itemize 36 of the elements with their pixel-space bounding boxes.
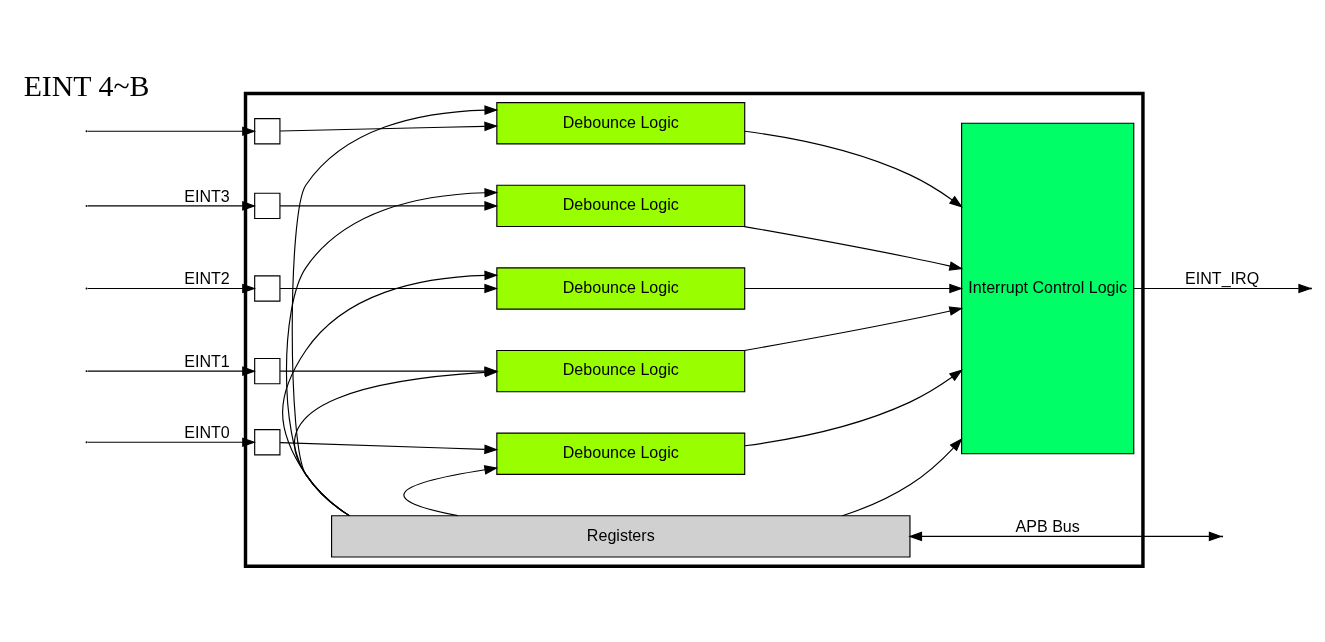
node-box bbox=[254, 117, 281, 144]
node-box bbox=[254, 428, 281, 455]
node-box: Debounce Logic bbox=[496, 349, 746, 392]
arrow bbox=[744, 283, 964, 293]
node-box: Debounce Logic bbox=[496, 184, 746, 227]
arrow bbox=[87, 125, 256, 136]
arrow bbox=[279, 121, 499, 132]
arrow bbox=[279, 200, 499, 211]
edge-label: APB Bus bbox=[1015, 516, 1080, 535]
arrow bbox=[87, 436, 256, 447]
node-box: Interrupt Control Logic bbox=[961, 122, 1135, 454]
label: EINT 4~B bbox=[23, 68, 150, 102]
arrow bbox=[279, 441, 499, 454]
node-box bbox=[254, 274, 281, 302]
node-box bbox=[254, 357, 281, 384]
edge-label: EINT_IRQ bbox=[1185, 268, 1260, 287]
edge-label: EINT2 bbox=[184, 268, 230, 287]
node-box bbox=[254, 192, 281, 219]
edge-label: EINT0 bbox=[184, 422, 230, 441]
node-box: Debounce Logic bbox=[496, 101, 746, 144]
arrow bbox=[841, 437, 963, 516]
edge-label: EINT3 bbox=[184, 186, 230, 205]
arrow bbox=[279, 283, 499, 293]
edge-label: EINT1 bbox=[184, 351, 230, 370]
arrow bbox=[87, 283, 256, 293]
arrow bbox=[87, 200, 256, 211]
arrow bbox=[87, 365, 256, 376]
node-box: Registers bbox=[331, 514, 911, 558]
arrow bbox=[908, 531, 1223, 541]
node-box: Debounce Logic bbox=[496, 432, 746, 475]
arrow bbox=[403, 464, 499, 516]
arrow bbox=[743, 305, 964, 351]
arrow bbox=[744, 130, 963, 208]
arrow bbox=[744, 368, 963, 446]
arrow bbox=[743, 225, 964, 271]
node-box: Debounce Logic bbox=[496, 266, 746, 310]
